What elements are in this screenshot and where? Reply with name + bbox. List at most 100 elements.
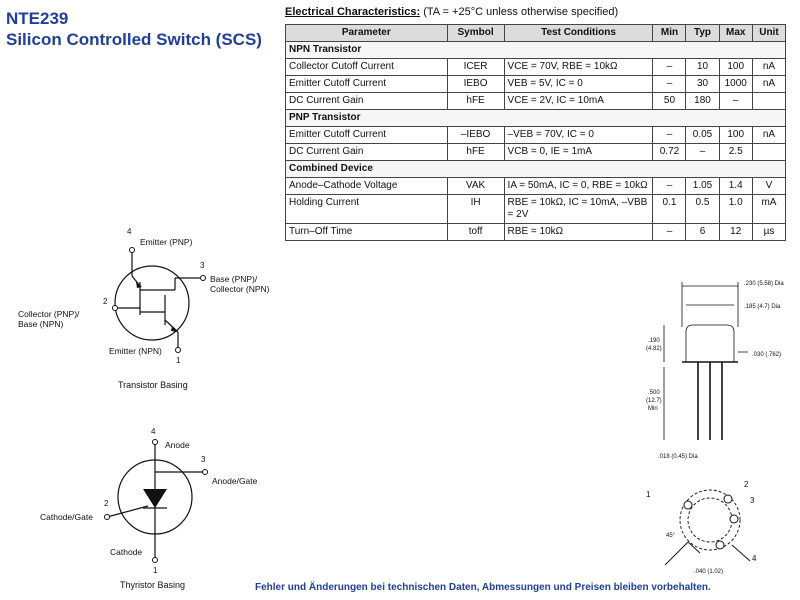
bottom-pin-label-1: 1 bbox=[646, 490, 651, 499]
cell-unit: V bbox=[751, 177, 787, 195]
table-header-row: Parameter Symbol Test Conditions Min Typ… bbox=[285, 24, 787, 42]
table-row: DC Current Gain hFE VCE = 2V, IC = 10mA … bbox=[285, 92, 787, 110]
cell-max: – bbox=[718, 92, 753, 110]
cell-symbol: hFE bbox=[446, 92, 505, 110]
cell-test: IA = 50mA, IC = 0, RBE = 10kΩ bbox=[503, 177, 654, 195]
pin-label-1: 1 bbox=[176, 356, 181, 365]
cell-symbol: toff bbox=[446, 223, 505, 241]
cell-param: Collector Cutoff Current bbox=[285, 58, 448, 76]
dim-185: .185 (4.7) Dia bbox=[744, 304, 781, 310]
dim-500-min: Min bbox=[648, 406, 658, 412]
cell-symbol: VAK bbox=[446, 177, 505, 195]
pin-label-4: 4 bbox=[151, 427, 156, 436]
cell-typ: – bbox=[685, 143, 720, 161]
dim-500: .500 bbox=[648, 390, 660, 396]
label-emitter-npn: Emitter (NPN) bbox=[109, 346, 162, 356]
table-row: Anode–Cathode Voltage VAK IA = 50mA, IC … bbox=[285, 177, 787, 195]
section-row: Combined Device bbox=[285, 160, 786, 178]
bottom-pin-label-4: 4 bbox=[752, 554, 757, 563]
pin-label-3: 3 bbox=[200, 261, 205, 270]
inner-circle bbox=[687, 497, 733, 543]
electrical-table: Parameter Symbol Test Conditions Min Typ… bbox=[285, 24, 787, 241]
cell-typ: 10 bbox=[685, 58, 720, 76]
cell-min: – bbox=[652, 75, 687, 93]
pin-3-terminal bbox=[200, 275, 206, 281]
cell-test: VCE = 2V, IC = 10mA bbox=[503, 92, 654, 110]
section-row: NPN Transistor bbox=[285, 41, 786, 59]
pin-4-terminal bbox=[129, 247, 135, 253]
cell-param: Emitter Cutoff Current bbox=[285, 126, 448, 144]
label-cathode-gate: Cathode/Gate bbox=[40, 512, 93, 522]
pin-label-2: 2 bbox=[104, 499, 109, 508]
cell-min: – bbox=[652, 177, 687, 195]
col-parameter: Parameter bbox=[285, 24, 448, 42]
cell-test: VCE = 70V, RBE = 10kΩ bbox=[503, 58, 654, 76]
dim-190-mm: (4.82) bbox=[646, 346, 662, 352]
cell-min: 50 bbox=[652, 92, 687, 110]
transistor-basing-diagram: 4 3 2 1 Emitter (PNP) Base (PNP)/ Collec… bbox=[18, 227, 270, 390]
cell-max: 12 bbox=[718, 223, 753, 241]
table-row: Collector Cutoff Current ICER VCE = 70V,… bbox=[285, 58, 787, 76]
thyristor-caption: Thyristor Basing bbox=[120, 580, 185, 590]
pin-2-terminal bbox=[112, 305, 118, 311]
cell-unit: nA bbox=[751, 126, 787, 144]
label-cathode: Cathode bbox=[110, 547, 142, 557]
bottom-pin-label-2: 2 bbox=[744, 480, 749, 489]
dim-45: 45° bbox=[666, 533, 676, 539]
dim-line-040 bbox=[731, 544, 751, 562]
cell-min: 0.72 bbox=[652, 143, 687, 161]
title-block: NTE239 Silicon Controlled Switch (SCS) bbox=[6, 8, 262, 50]
subtitle: Silicon Controlled Switch (SCS) bbox=[6, 30, 262, 49]
dim-030: .030 (.762) bbox=[752, 352, 781, 358]
cell-symbol: ICER bbox=[446, 58, 505, 76]
label-base-pnp: Base (PNP)/ bbox=[210, 274, 258, 284]
section-row: PNP Transistor bbox=[285, 109, 786, 127]
section-npn: NPN Transistor bbox=[285, 41, 786, 59]
bottom-pin-3 bbox=[729, 514, 739, 524]
cell-typ: 0.5 bbox=[685, 194, 720, 224]
can-body bbox=[685, 324, 735, 363]
cell-max: 1000 bbox=[718, 75, 753, 93]
table-row: Emitter Cutoff Current IEBO VEB = 5V, IC… bbox=[285, 75, 787, 93]
label-anode: Anode bbox=[165, 440, 190, 450]
table-row: DC Current Gain hFE VCB = 0, IE = 1mA 0.… bbox=[285, 143, 787, 161]
cell-typ: 6 bbox=[685, 223, 720, 241]
cell-max: 1.0 bbox=[718, 194, 753, 224]
cell-test: VEB = 5V, IC = 0 bbox=[503, 75, 654, 93]
cell-symbol: hFE bbox=[446, 143, 505, 161]
pin-4-terminal bbox=[152, 439, 158, 445]
cell-min: – bbox=[652, 126, 687, 144]
cell-test: VCB = 0, IE = 1mA bbox=[503, 143, 654, 161]
cell-unit: µs bbox=[751, 223, 787, 241]
dim-040: .040 (1.02) bbox=[694, 569, 723, 575]
cell-max: 100 bbox=[718, 126, 753, 144]
cell-unit bbox=[751, 143, 787, 161]
pnp-arrow bbox=[136, 282, 142, 288]
cell-param: DC Current Gain bbox=[285, 143, 448, 161]
pin-1-terminal bbox=[175, 347, 181, 353]
cell-typ: 180 bbox=[685, 92, 720, 110]
label-collector-npn: Collector (NPN) bbox=[210, 284, 270, 294]
cell-max: 100 bbox=[718, 58, 753, 76]
cell-min: 0.1 bbox=[652, 194, 687, 224]
pin-circle bbox=[679, 489, 741, 551]
part-number: NTE239 bbox=[6, 9, 69, 28]
bottom-pin-label-3: 3 bbox=[750, 496, 755, 505]
cell-typ: 30 bbox=[685, 75, 720, 93]
electrical-condition: (TA = +25°C unless otherwise specified) bbox=[423, 6, 619, 18]
footer-disclaimer: Fehler und Änderungen bei technischen Da… bbox=[255, 582, 711, 593]
cell-symbol: –IEBO bbox=[446, 126, 505, 144]
dim-018: .018 (0.45) Dia bbox=[658, 454, 698, 460]
label-anode-gate: Anode/Gate bbox=[212, 476, 258, 486]
section-combined: Combined Device bbox=[285, 160, 786, 178]
diode-symbol bbox=[143, 489, 167, 508]
package-outline-side: .230 (5.58) Dia .185 (4.7) Dia .190 (4.8… bbox=[646, 281, 784, 460]
cell-max: 1.4 bbox=[718, 177, 753, 195]
tab-indicator bbox=[687, 541, 701, 554]
col-typ: Typ bbox=[685, 24, 720, 42]
cell-unit bbox=[751, 92, 787, 110]
dim-line-45 bbox=[664, 541, 689, 566]
label-collector-pnp: Collector (PNP)/ bbox=[18, 309, 80, 319]
pin-label-2: 2 bbox=[103, 297, 108, 306]
bottom-pin-1 bbox=[683, 500, 693, 510]
